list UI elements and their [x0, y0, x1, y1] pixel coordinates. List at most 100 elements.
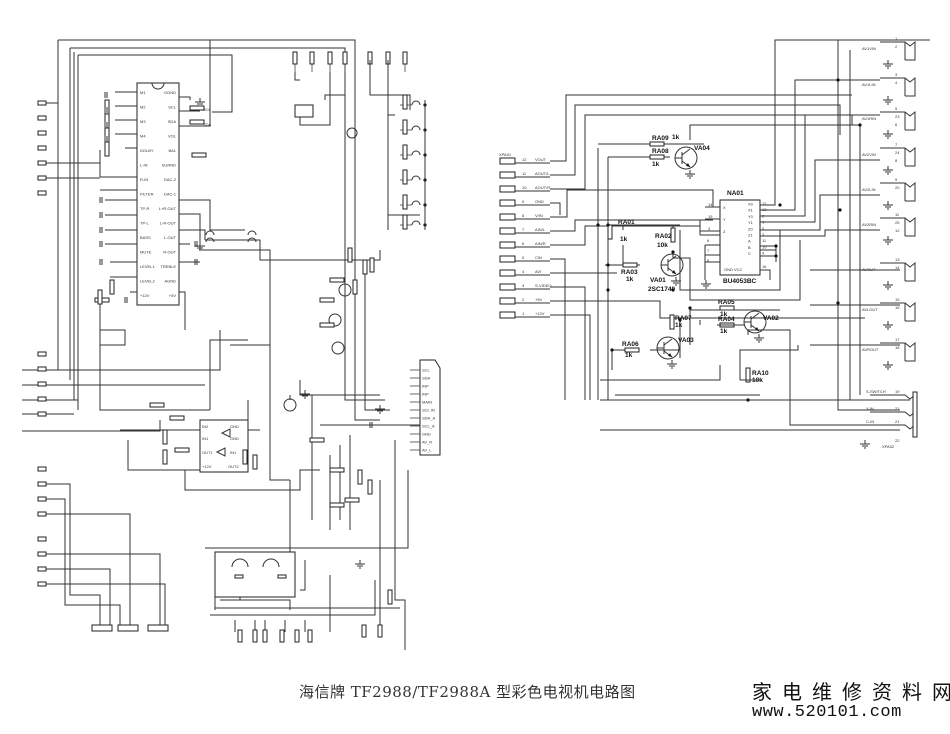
ground-icon	[883, 281, 893, 290]
led	[346, 127, 358, 139]
resistor-icon	[649, 154, 665, 160]
jack-label: AVOUT	[862, 267, 876, 272]
ic-pin-label: M4	[140, 134, 146, 139]
junction-dot	[678, 318, 682, 322]
gnd-pin-number: 22	[895, 438, 900, 443]
ground-icon	[300, 390, 310, 399]
jack-label: C-IN	[866, 419, 874, 424]
junction-dot	[774, 254, 778, 258]
ic-notch	[151, 82, 165, 90]
ic-pin-label: DAC-2	[164, 177, 177, 182]
connector-pin	[37, 411, 47, 417]
ic-pin-label: AGND	[164, 279, 176, 284]
resistor	[277, 574, 287, 579]
pin-label: Y0	[748, 214, 754, 219]
resistor	[352, 279, 358, 295]
jack-label: AV2LIN	[862, 187, 876, 192]
junction-dot	[596, 223, 600, 227]
transistor-va04: VA04	[674, 145, 710, 179]
connector-pin	[37, 466, 47, 472]
ground-icon	[883, 201, 893, 210]
pin-number: 9	[762, 251, 765, 256]
connector-pin	[361, 624, 367, 638]
resistor-ref: RA01	[618, 219, 635, 226]
connector-pin	[309, 51, 315, 65]
resistor-ref: RA08	[652, 148, 669, 155]
pin-number: 5	[762, 226, 765, 231]
left-board-passives	[94, 92, 393, 605]
jack-pin-number: 21	[895, 406, 900, 411]
jack-icon	[870, 424, 916, 430]
ic-part: BU4053BC	[723, 278, 757, 285]
connector-xs05	[37, 351, 47, 417]
jack-pin-number: 2	[895, 44, 898, 49]
jack-icon	[880, 110, 916, 131]
pin-number: 8	[707, 258, 710, 263]
connector-pin	[327, 51, 333, 65]
resistor	[309, 437, 325, 443]
resistor	[357, 469, 363, 485]
jack-pin-number: 4	[895, 80, 898, 85]
pin-socket	[499, 185, 516, 193]
jack-pin-number: 14	[895, 265, 900, 270]
ground-icon	[754, 334, 764, 343]
key-switch-icon	[411, 150, 421, 156]
jack-pin-number: 11	[895, 212, 900, 217]
resistor	[402, 214, 408, 230]
connector-pin-label: SCL IN	[422, 408, 435, 413]
ground-icon	[701, 280, 711, 289]
ic-pin-label: L-R-OUT	[160, 221, 177, 226]
resistor	[189, 105, 205, 111]
ground-icon	[860, 440, 870, 449]
audio-processor-ic: M1M2M3M4DOLBYL-INR-INFILTERTP-RTP-LBASSM…	[100, 40, 245, 330]
connector-pin	[37, 536, 47, 542]
pin-number: 1	[522, 311, 525, 316]
diagram-title: 海信牌 TF2988/TF2988A 型彩色电视机电路图	[299, 683, 636, 701]
jack-icon	[880, 76, 916, 97]
connector-pin-label: SCL	[422, 368, 431, 373]
resistor	[362, 259, 368, 275]
pin-number: 15	[708, 214, 713, 219]
connector-pin	[37, 551, 47, 557]
connector-pin-label: AV_L	[422, 448, 432, 453]
jack-icon	[880, 146, 916, 167]
resistor-icon	[719, 305, 735, 311]
junction-dot	[836, 78, 840, 82]
transistor	[283, 398, 297, 412]
jack-pin-number: 25	[895, 220, 900, 225]
pin-socket	[499, 269, 516, 277]
jack-label: AV2VIN	[862, 152, 876, 157]
ground-icon	[667, 360, 677, 369]
connector-pin	[37, 496, 47, 502]
ic-pin-label: M2	[140, 105, 146, 110]
pin-socket	[499, 157, 516, 165]
resistor-icon	[607, 224, 613, 240]
headphone-jack	[147, 624, 169, 632]
connector-pin-label: SDA	[422, 376, 431, 381]
jack-pin-number: 15	[895, 297, 900, 302]
pin-number: 12	[762, 201, 767, 206]
pin-number: 6	[522, 241, 525, 246]
jack-pin-number: 3	[895, 72, 898, 77]
pin-number: 4	[708, 226, 711, 231]
watermark-url: www.520101.com	[752, 703, 902, 722]
pin-label: IN1	[202, 436, 209, 441]
connector-pin	[377, 624, 383, 638]
ic-pin-label: LEVEL2	[140, 279, 155, 284]
connector-pin	[37, 115, 47, 121]
ic-pin-label: M3	[140, 119, 146, 124]
svideo-jack-body	[912, 391, 918, 438]
